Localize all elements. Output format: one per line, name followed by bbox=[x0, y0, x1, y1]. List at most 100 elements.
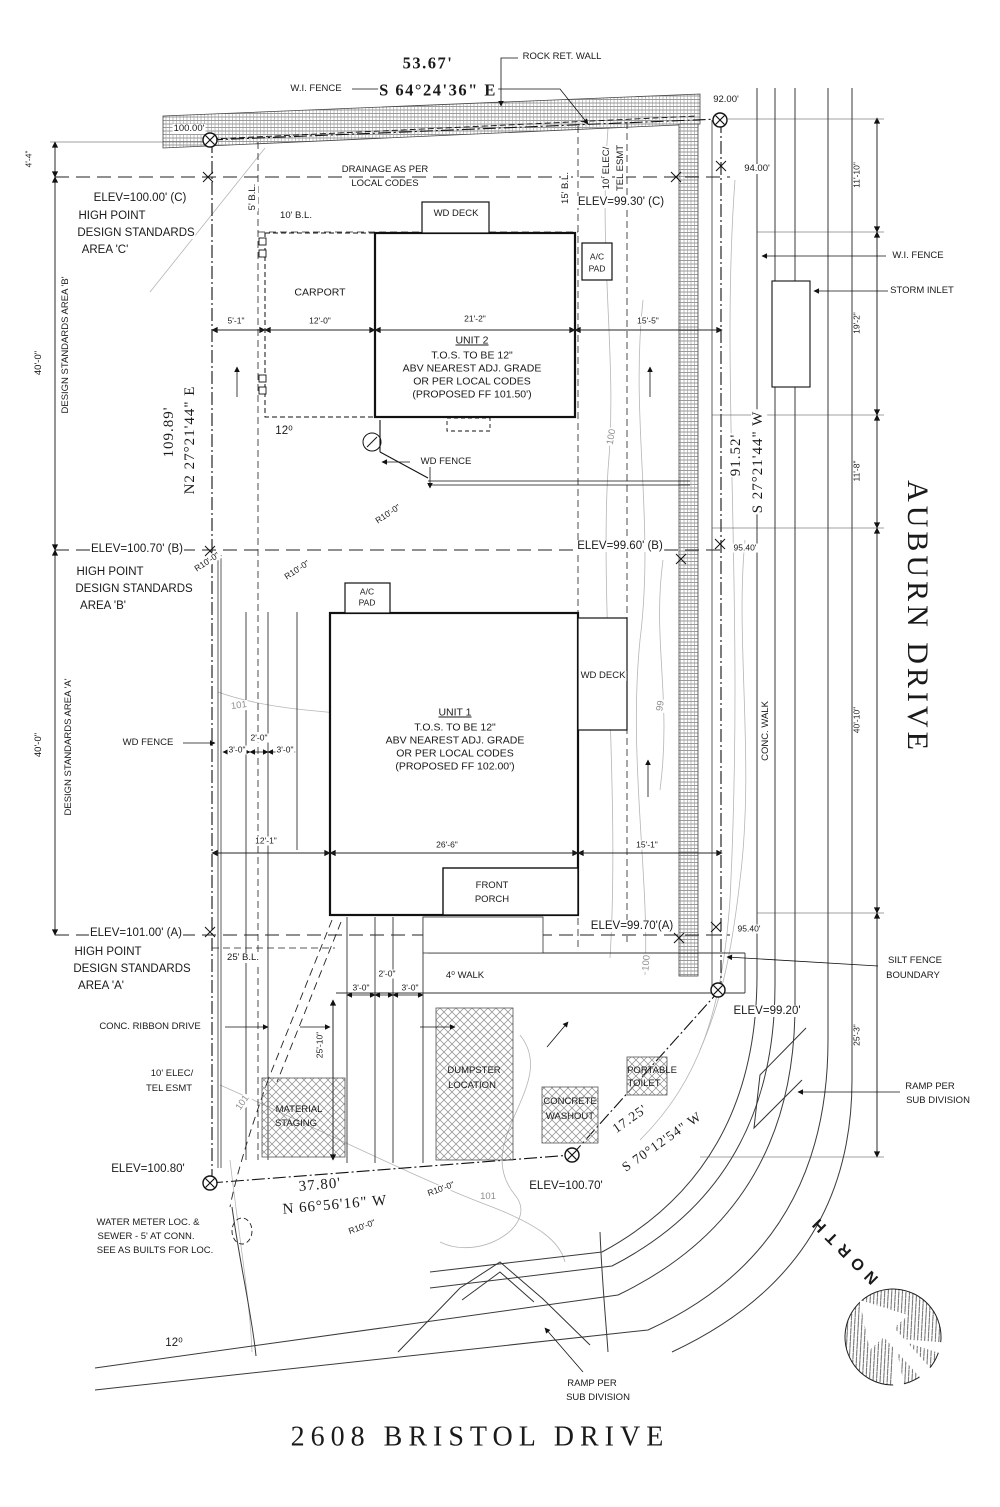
dim-15-5: 15'-5" bbox=[636, 315, 660, 326]
spot-9540-a: 95.40' bbox=[736, 923, 762, 934]
unit2-line1: T.O.S. TO BE 12" bbox=[430, 349, 514, 362]
extension-lines bbox=[50, 118, 884, 1158]
b-high-point: HIGH POINT bbox=[75, 565, 145, 579]
setback-15bl: 15' B.L. bbox=[560, 171, 572, 205]
carport-label: CARPORT bbox=[293, 286, 347, 299]
dim-15-1: 15'-1" bbox=[635, 839, 659, 850]
esmt-top-1: 10' ELEC/ bbox=[601, 145, 613, 191]
conc-walk-label: CONC. WALK bbox=[760, 700, 772, 762]
unit2-ac-1: A/C bbox=[588, 251, 606, 262]
dim-11-10: 11'-10" bbox=[851, 161, 862, 189]
ramp-east-1: RAMP PER bbox=[904, 1081, 956, 1093]
unit1-ac-2: PAD bbox=[357, 597, 377, 608]
dim-26-6: 26'-6" bbox=[435, 839, 459, 850]
wi-fence-label-top: W.I. FENCE bbox=[289, 83, 343, 95]
material-staging-2: STAGING bbox=[274, 1118, 318, 1130]
esmt-bottom-1: 10' ELEC/ bbox=[149, 1068, 195, 1080]
material-staging-1: MATERIAL bbox=[275, 1104, 323, 1116]
toilet-2: TOILET bbox=[627, 1078, 661, 1090]
setback-10bl: 10' B.L. bbox=[279, 210, 313, 222]
elev-sw: ELEV=100.80' bbox=[110, 1162, 186, 1176]
construction-path bbox=[229, 919, 342, 1208]
zone-west-a: DESIGN STANDARDS AREA 'A' bbox=[63, 677, 75, 817]
unit2-title: UNIT 2 bbox=[454, 334, 490, 347]
north-boundary-length: 53.67' bbox=[401, 53, 455, 73]
west-boundary-bearing: N2 27°21'44" E bbox=[182, 384, 199, 496]
front-porch-outline bbox=[442, 867, 579, 916]
esmt-top-2: TEL ESMT bbox=[615, 143, 627, 193]
spot-94: 94.00' bbox=[743, 163, 771, 175]
elev-a-high: ELEV=101.00' (A) bbox=[88, 926, 184, 940]
spot-9540-b: 95.40' bbox=[732, 542, 758, 553]
storm-inlet-label: STORM INLET bbox=[889, 285, 955, 297]
elev-s: ELEV=100.70' bbox=[528, 1179, 604, 1193]
contour-120-b: 12⁰ bbox=[165, 1336, 183, 1349]
contour-100-b: 100 bbox=[640, 953, 653, 973]
walk-label: 4⁰ WALK bbox=[444, 970, 486, 982]
wd-fence-label-s: WD FENCE bbox=[121, 737, 175, 749]
unit1-line3: OR PER LOCAL CODES bbox=[395, 747, 515, 760]
spot-92: 92.00' bbox=[712, 94, 740, 106]
unit2-deck-label: WD DECK bbox=[432, 208, 480, 220]
buildings bbox=[258, 201, 811, 917]
contour-101-c: 101 bbox=[480, 1191, 496, 1203]
elev-b-low: ELEV=99.60' (B) bbox=[576, 539, 664, 553]
dim-3-0-a: 3'-0" bbox=[227, 744, 247, 755]
a-design-standards: DESIGN STANDARDS bbox=[72, 962, 192, 976]
dim-11-8: 11'-8" bbox=[851, 459, 862, 483]
setback-5bl: 5' B.L. bbox=[247, 182, 259, 212]
street-auburn-drive: AUBURN DRIVE bbox=[900, 479, 934, 755]
north-boundary-bearing: S 64°24'36" E bbox=[378, 80, 498, 100]
west-boundary-length: 109.89' bbox=[161, 405, 178, 459]
unit2-ac-pad bbox=[581, 242, 613, 281]
dim-2-0-b: 2'-0" bbox=[377, 968, 397, 979]
front-porch-2: PORCH bbox=[473, 894, 511, 906]
concrete-washout-area bbox=[541, 1086, 599, 1144]
east-boundary-bearing: S 27°21'44" W bbox=[750, 409, 767, 515]
ribbon-drive-strips bbox=[245, 612, 746, 1163]
dumpster-area bbox=[435, 1007, 514, 1161]
a-high-point: HIGH POINT bbox=[73, 945, 143, 959]
zone-west-b: DESIGN STANDARDS AREA 'B' bbox=[60, 275, 72, 415]
water-note-1: WATER METER LOC. & bbox=[95, 1217, 201, 1229]
dim-12-1: 12'-1" bbox=[254, 835, 278, 846]
esmt-bottom-2: TEL ESMT bbox=[144, 1083, 194, 1095]
c-design-standards: DESIGN STANDARDS bbox=[76, 226, 196, 240]
setback-25bl: 25' B.L. bbox=[226, 952, 260, 964]
ramp-east-2: SUB DIVISION bbox=[905, 1095, 971, 1107]
storm-inlet-box bbox=[771, 280, 811, 388]
dim-5-1: 5'-1" bbox=[226, 315, 246, 326]
washout-2: WASHOUT bbox=[545, 1111, 595, 1123]
a-area: AREA 'A' bbox=[77, 979, 125, 993]
dim-3-0-c: 3'-0" bbox=[351, 982, 371, 993]
elev-b-high: ELEV=100.70' (B) bbox=[89, 542, 185, 556]
water-note-3: SEE AS BUILTS FOR LOC. bbox=[95, 1245, 215, 1257]
unit2-ff: (PROPOSED FF 101.50') bbox=[411, 388, 533, 401]
wd-fence-label-n: WD FENCE bbox=[419, 456, 473, 468]
elev-c-high: ELEV=100.00' (C) bbox=[92, 191, 188, 205]
elev-a-low: ELEV=99.70'(A) bbox=[589, 919, 675, 933]
spot-100: 100.00' bbox=[172, 123, 206, 135]
dim-3-0-d: 3'-0" bbox=[400, 982, 420, 993]
water-note-2: SEWER - 5' AT CONN. bbox=[96, 1231, 196, 1243]
unit1-line1: T.O.S. TO BE 12" bbox=[413, 721, 497, 734]
dim-4-4: 4'-4" bbox=[23, 149, 34, 169]
west-wood-fence bbox=[217, 555, 222, 1168]
washout-1: CONCRETE bbox=[543, 1096, 597, 1108]
ribbon-drive-label: CONC. RIBBON DRIVE bbox=[98, 1021, 202, 1033]
unit2-line3: OR PER LOCAL CODES bbox=[412, 375, 532, 388]
unit1-ff: (PROPOSED FF 102.00') bbox=[394, 760, 516, 773]
dim-3-0-b: 3'-0" bbox=[275, 744, 295, 755]
portable-toilet-area bbox=[626, 1056, 668, 1096]
unit1-deck-label: WD DECK bbox=[579, 670, 627, 682]
east-boundary-length: 91.52' bbox=[728, 432, 745, 478]
rock-wall-label: ROCK RET. WALL bbox=[521, 51, 603, 63]
wi-fence-label-right: W.I. FENCE bbox=[891, 250, 945, 262]
dumpster-1: DUMPSTER bbox=[447, 1065, 501, 1077]
gate-symbol bbox=[362, 420, 690, 486]
silt-fence-2: BOUNDARY bbox=[885, 970, 941, 982]
c-area: AREA 'C' bbox=[80, 243, 130, 257]
ramp-south-2: SUB DIVISION bbox=[565, 1392, 631, 1404]
dim-25-3: 25'-3" bbox=[851, 1023, 862, 1047]
